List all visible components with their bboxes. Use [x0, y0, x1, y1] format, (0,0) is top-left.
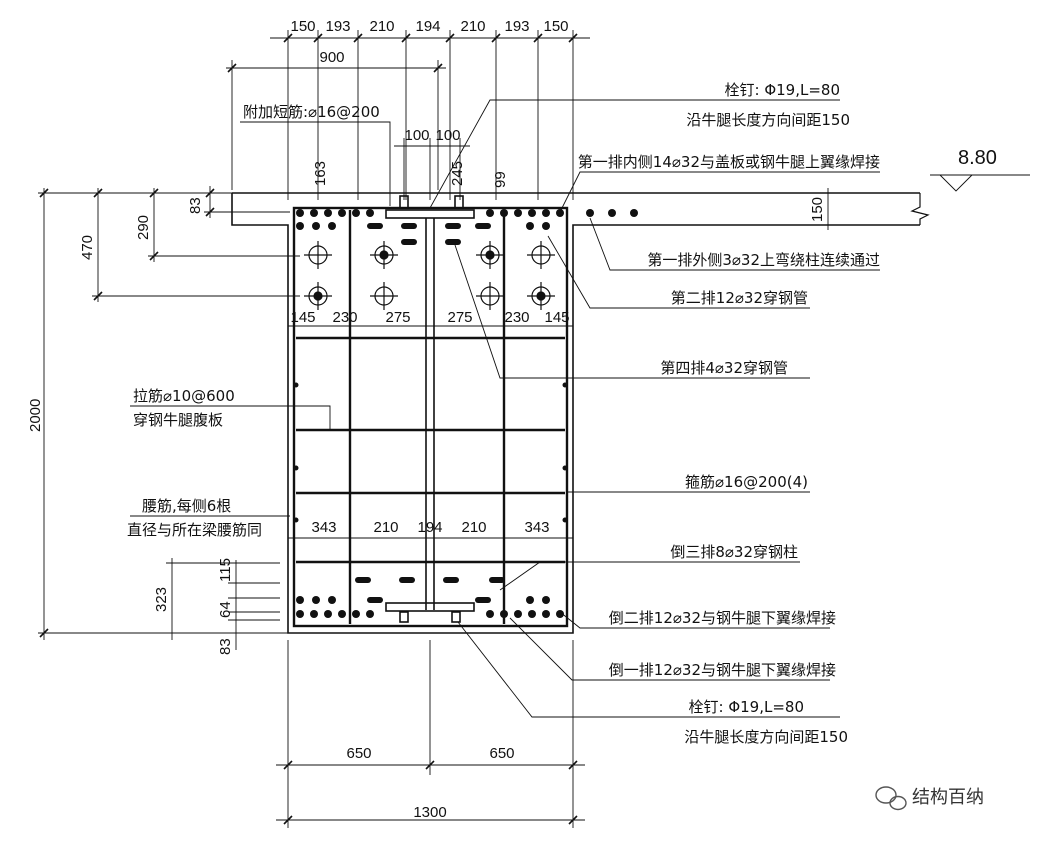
- low-dim-4: 210: [461, 519, 486, 536]
- rebar-top-pairs: [367, 223, 491, 245]
- dim-64: 64: [217, 601, 234, 618]
- waist-bars: [293, 382, 568, 523]
- note-bot-row3: 倒三排8⌀32穿钢柱: [670, 543, 798, 561]
- note-bot-row1: 倒一排12⌀32与钢牛腿下翼缘焊接: [609, 661, 836, 679]
- low-dim-3: 194: [417, 519, 442, 536]
- note-row1-inner: 第一排内侧14⌀32与盖板或钢牛腿上翼缘焊接: [578, 153, 880, 171]
- rebar-bottom-pairs: [355, 577, 505, 603]
- note-row1-outer: 第一排外侧3⌀32上弯绕柱连续通过: [647, 251, 880, 269]
- rebar-bottom-rows: [296, 596, 564, 618]
- dim-470: 470: [79, 235, 96, 260]
- note-stud-top-1: 栓钉: Φ19,L=80: [725, 81, 841, 99]
- mid-dim-5: 230: [504, 309, 529, 326]
- top-dim-6: 193: [504, 18, 529, 35]
- dimension-lines: [38, 30, 1030, 828]
- note-stud-bot-1: 栓钉: Φ19,L=80: [689, 698, 805, 716]
- mid-dim-1: 145: [290, 309, 315, 326]
- note-stirrup: 箍筋⌀16@200(4): [685, 473, 808, 491]
- mid-dim-3: 275: [385, 309, 410, 326]
- dim-323: 323: [153, 587, 170, 612]
- low-dim-2: 210: [373, 519, 398, 536]
- note-stud-top-2: 沿牛腿长度方向间距150: [686, 111, 850, 129]
- mid-dim-2: 230: [332, 309, 357, 326]
- dimension-ticks: [39, 33, 578, 825]
- note-row2: 第二排12⌀32穿钢管: [671, 289, 808, 307]
- note-tie-bar-2: 穿钢牛腿腹板: [133, 411, 223, 429]
- note-add-short-bar: 附加短筋:⌀16@200: [243, 103, 380, 121]
- top-dim-3: 210: [369, 18, 394, 35]
- leader-lines: [130, 99, 880, 718]
- mid-dim-6: 145: [544, 309, 569, 326]
- top-dim-4: 194: [415, 18, 440, 35]
- dim-900: 900: [319, 49, 344, 66]
- low-dim-1: 343: [311, 519, 336, 536]
- note-tie-bar-1: 拉筋⌀10@600: [133, 387, 235, 405]
- dim-99: 99: [492, 171, 509, 188]
- note-bot-row2: 倒二排12⌀32与钢牛腿下翼缘焊接: [609, 609, 836, 627]
- dim-650-right: 650: [489, 745, 514, 762]
- note-stud-bot-2: 沿牛腿长度方向间距150: [684, 728, 848, 746]
- dim-115: 115: [217, 558, 234, 582]
- elevation-label: 8.80: [958, 147, 997, 169]
- dim-83-bottom: 83: [217, 638, 234, 655]
- top-dim-1: 150: [290, 18, 315, 35]
- watermark-text: 结构百纳: [912, 787, 984, 808]
- wechat-logo: [875, 786, 907, 811]
- steel-column-section: [385, 195, 475, 623]
- steel-tubes: [304, 241, 555, 310]
- low-dim-5: 343: [524, 519, 549, 536]
- stirrups: [292, 206, 569, 628]
- dim-290: 290: [135, 215, 152, 240]
- top-dim-2: 193: [325, 18, 350, 35]
- dim-163: 163: [312, 161, 329, 186]
- dim-83-top: 83: [187, 197, 204, 214]
- note-row4: 第四排4⌀32穿钢管: [660, 359, 788, 377]
- dim-100-a: 100: [404, 127, 429, 144]
- rebar-top-row: [296, 209, 638, 230]
- mid-dim-4: 275: [447, 309, 472, 326]
- note-waist-1: 腰筋,每侧6根: [142, 497, 231, 515]
- dim-2000: 2000: [27, 399, 44, 432]
- note-waist-2: 直径与所在梁腰筋同: [127, 521, 262, 539]
- dim-1300: 1300: [413, 804, 446, 821]
- dim-150-right: 150: [809, 197, 826, 222]
- top-dim-7: 150: [543, 18, 568, 35]
- dim-245: 245: [449, 161, 466, 186]
- dim-650-left: 650: [346, 745, 371, 762]
- dim-100-b: 100: [435, 127, 460, 144]
- top-dim-5: 210: [460, 18, 485, 35]
